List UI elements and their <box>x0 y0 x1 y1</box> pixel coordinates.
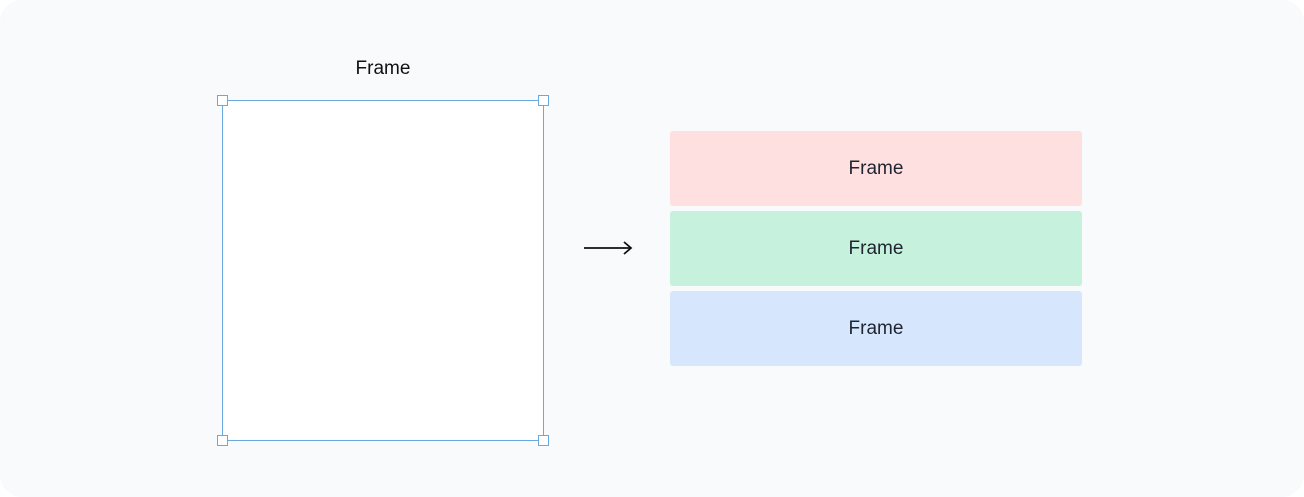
result-frame-1[interactable]: Frame <box>670 131 1082 206</box>
result-frame-label: Frame <box>848 317 904 339</box>
resize-handle-bottom-right[interactable] <box>538 435 549 446</box>
resize-handle-bottom-left[interactable] <box>217 435 228 446</box>
result-frame-3[interactable]: Frame <box>670 291 1082 366</box>
selected-frame[interactable] <box>217 95 549 446</box>
result-frame-label: Frame <box>848 157 904 179</box>
result-frame-2[interactable]: Frame <box>670 211 1082 286</box>
source-frame-label: Frame <box>355 58 411 79</box>
result-frame-label: Frame <box>848 237 904 259</box>
right-arrow-icon <box>584 241 633 255</box>
resize-handle-top-right[interactable] <box>538 95 549 106</box>
resize-handle-top-left[interactable] <box>217 95 228 106</box>
